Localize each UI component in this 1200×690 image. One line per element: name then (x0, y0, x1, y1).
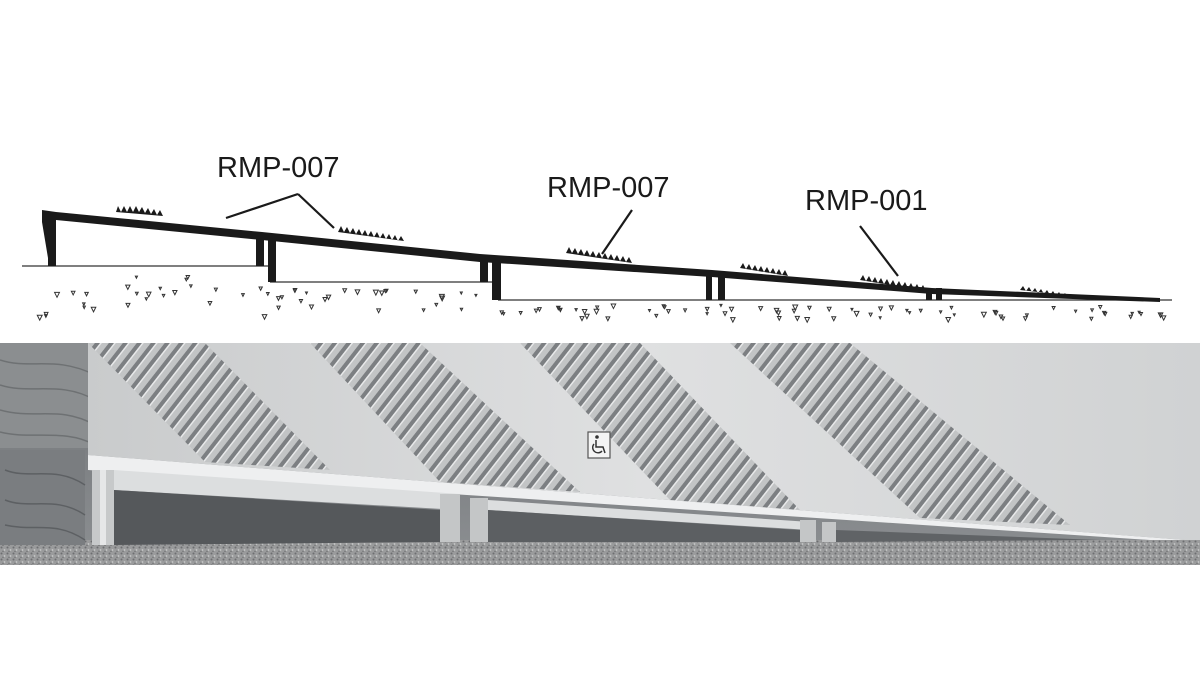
ground-aggregate (36, 275, 1167, 324)
callout-leaders (225, 192, 899, 277)
ramp-front-frame (88, 455, 1185, 545)
wood-threshold (0, 343, 96, 545)
callout-label-rmp-007-middle: RMP-007 (547, 172, 670, 204)
ramp-rendering (0, 343, 1200, 565)
grip-strips (88, 343, 1070, 525)
cross-section-drawing (22, 192, 1172, 324)
support-legs (48, 220, 942, 300)
wheelchair-icon (587, 431, 611, 459)
callout-label-rmp-001: RMP-001 (805, 185, 928, 217)
grip-serrations (116, 206, 1110, 300)
callout-label-rmp-007-left: RMP-007 (217, 152, 340, 184)
